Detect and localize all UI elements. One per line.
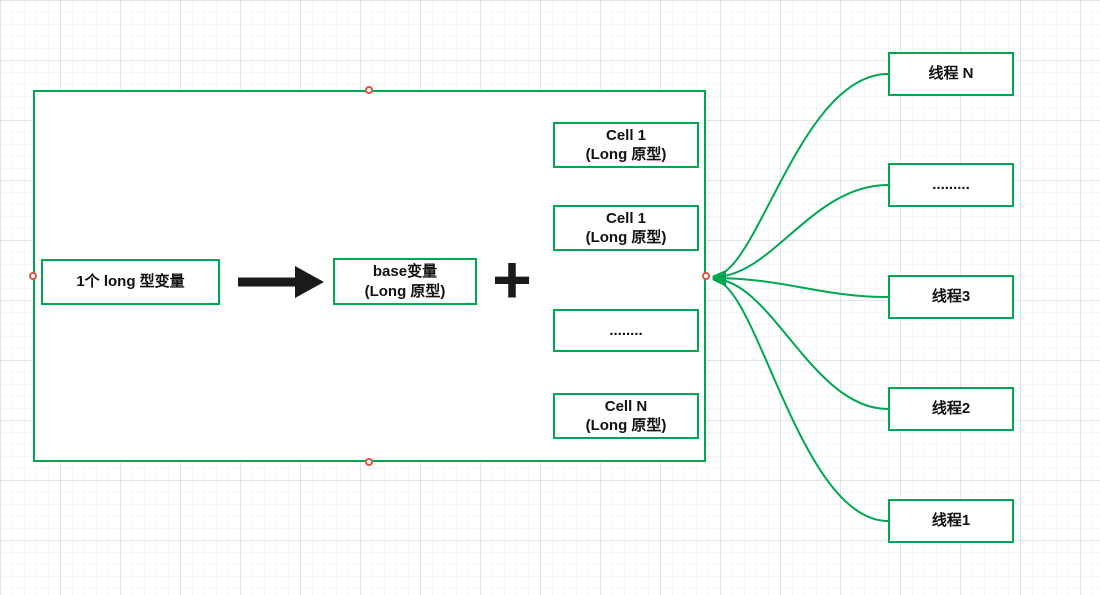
thread-ellipsis-label: ......... xyxy=(932,176,970,194)
thread-3-label: 线程3 xyxy=(931,288,971,306)
connector-thread-1[interactable] xyxy=(712,274,889,522)
base-variable-label-line2: (Long 原型) xyxy=(364,282,446,300)
base-variable-label-line1: base变量 xyxy=(372,263,438,280)
cell-2-label-line2: (Long 原型) xyxy=(585,229,667,246)
thread-2-box[interactable]: 线程2 xyxy=(888,387,1014,431)
cell-2-box[interactable]: Cell 1 (Long 原型) xyxy=(553,205,699,251)
cell-2-label-line1: Cell 1 xyxy=(605,209,647,227)
cell-1-box[interactable]: Cell 1 (Long 原型) xyxy=(553,122,699,168)
cell-ellipsis-label: ........ xyxy=(609,321,643,339)
thread-n-box[interactable]: 线程 N xyxy=(888,52,1014,96)
connector-thread-ellipsis[interactable] xyxy=(712,184,889,283)
plus-symbol[interactable]: + xyxy=(492,242,532,318)
resize-handle-bottom[interactable] xyxy=(365,458,373,466)
thread-ellipsis-box[interactable]: ......... xyxy=(888,163,1014,207)
resize-handle-left[interactable] xyxy=(29,272,37,280)
thread-1-label: 线程1 xyxy=(931,512,971,530)
cell-n-box[interactable]: Cell N (Long 原型) xyxy=(553,393,699,439)
connector-thread-2[interactable] xyxy=(712,273,889,410)
cell-n-label-line1: Cell N xyxy=(604,397,648,415)
connector-thread-n[interactable] xyxy=(712,73,889,282)
thread-1-box[interactable]: 线程1 xyxy=(888,499,1014,543)
long-variable-box[interactable]: 1个 long 型变量 xyxy=(41,259,220,305)
cell-ellipsis-box[interactable]: ........ xyxy=(553,309,699,352)
long-variable-label: 1个 long 型变量 xyxy=(76,273,185,291)
thread-n-label: 线程 N xyxy=(928,65,974,83)
connector-thread-3[interactable] xyxy=(712,272,889,298)
thread-2-label: 线程2 xyxy=(931,400,971,418)
connection-point-right[interactable] xyxy=(702,272,710,280)
cell-1-label-line2: (Long 原型) xyxy=(585,146,667,163)
cell-n-label-line2: (Long 原型) xyxy=(585,417,667,434)
cell-1-label-line1: Cell 1 xyxy=(605,126,647,144)
base-variable-box[interactable]: base变量 (Long 原型) xyxy=(333,258,477,305)
resize-handle-top[interactable] xyxy=(365,86,373,94)
thread-3-box[interactable]: 线程3 xyxy=(888,275,1014,319)
